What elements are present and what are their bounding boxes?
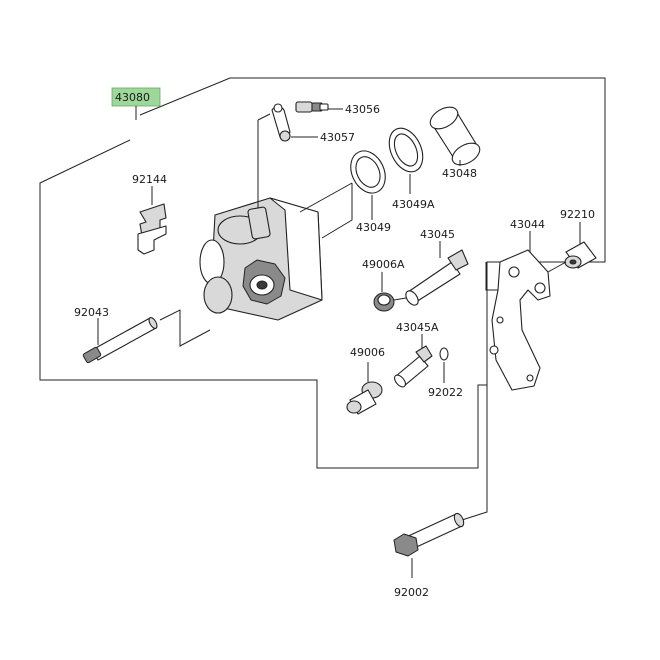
label-92002[interactable]: 92002 (394, 586, 429, 599)
bleeder-cap-43057[interactable] (271, 103, 318, 142)
caliper-body (199, 113, 323, 321)
label-92210[interactable]: 92210 (560, 208, 595, 221)
assembly-part-number[interactable]: 43080 (115, 91, 150, 104)
leader-caliper-seal (299, 182, 353, 213)
boot-49006A[interactable] (373, 272, 407, 312)
label-43044[interactable]: 43044 (510, 218, 545, 231)
label-43049[interactable]: 43049 (356, 221, 391, 234)
pin-92043[interactable] (82, 309, 211, 364)
label-43048[interactable]: 43048 (442, 167, 477, 180)
circlip-92022[interactable] (439, 347, 449, 383)
bracket-43044[interactable] (485, 231, 551, 391)
slide-pin-43045[interactable] (403, 241, 469, 307)
collar-92210[interactable] (547, 222, 597, 273)
slide-pin-43045A[interactable] (392, 334, 433, 389)
label-92144[interactable]: 92144 (132, 173, 167, 186)
label-43049A[interactable]: 43049A (392, 198, 435, 211)
label-92043[interactable]: 92043 (74, 306, 109, 319)
label-43045A[interactable]: 43045A (396, 321, 439, 334)
boot-49006[interactable] (346, 362, 383, 415)
dust-seal-43049A[interactable] (383, 123, 430, 194)
label-49006A[interactable]: 49006A (362, 258, 405, 271)
pad-spring-92144[interactable] (137, 186, 167, 255)
label-92022[interactable]: 92022 (428, 386, 463, 399)
label-49006[interactable]: 49006 (350, 346, 385, 359)
piston-seal-43049[interactable] (344, 145, 392, 220)
label-43045[interactable]: 43045 (420, 228, 455, 241)
label-43056[interactable]: 43056 (345, 103, 380, 116)
leader-caliper-bracket (321, 183, 353, 239)
label-43057[interactable]: 43057 (320, 131, 355, 144)
piston-43048[interactable] (427, 103, 484, 170)
bleeder-screw-43056[interactable] (295, 101, 343, 113)
bolt-92002[interactable] (393, 385, 488, 578)
assembly-frame (39, 77, 606, 469)
